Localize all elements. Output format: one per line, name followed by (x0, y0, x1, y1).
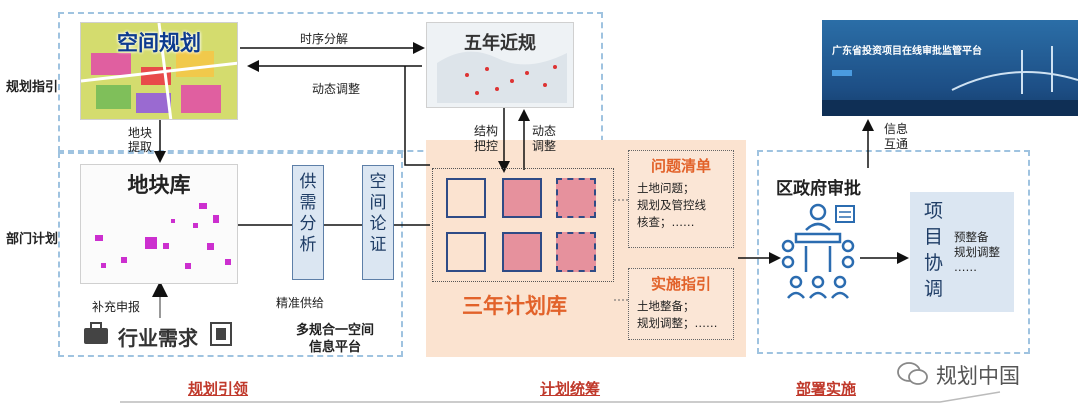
problem-list-body: 土地问题； 规划及管控线 核查；…… (637, 181, 706, 229)
gov-approval-title: 区政府审批 (776, 179, 861, 199)
implementation-guide-box: 实施指引 土地整备； 规划调整；…… (628, 268, 734, 340)
spatial-plan-map-image (81, 23, 237, 119)
briefcase-icon (82, 320, 110, 346)
wechat-icon (896, 360, 930, 388)
meeting-icon-svg (781, 203, 855, 299)
industry-demand-label: 行业需求 (118, 326, 198, 350)
three-year-title: 三年计划库 (462, 294, 567, 318)
supplement-label: 补充申报 (92, 300, 141, 314)
project-coord-label: 项目协调 (924, 200, 944, 300)
five-year-map-image (437, 51, 567, 103)
time-decompose-label: 时序分解 (300, 32, 349, 46)
spatial-demonstration-box: 空间论证 (362, 165, 394, 280)
watermark-text: 规划中国 (936, 364, 1020, 388)
five-year-map: 五年近规 (426, 22, 574, 108)
bottom-label-left: 规划引领 (188, 380, 249, 398)
briefcase-icon-svg (84, 322, 108, 344)
platform-region (58, 152, 403, 357)
bottom-label-right: 部署实施 (796, 380, 857, 398)
spatial-plan-title: 空间规划 (117, 31, 201, 55)
project-coord-box: 项目协调 预整备 规划调整 …… (910, 192, 1014, 312)
plan-block-5 (502, 232, 542, 272)
online-platform-title: 广东省投资项目在线审批监管平台 (832, 46, 982, 57)
row-label-department: 部门计划 (6, 232, 59, 247)
info-exchange-label: 信息 互通 (884, 122, 909, 151)
project-coord-body: 预整备 规划调整 …… (954, 230, 1000, 274)
film-icon-svg (210, 322, 232, 346)
structure-control-label: 结构 把控 (474, 124, 499, 153)
plan-block-2 (502, 178, 542, 218)
implementation-guide-body: 土地整备； 规划调整；…… (637, 299, 718, 330)
three-year-grid (432, 168, 614, 282)
plan-block-4 (446, 232, 486, 272)
row-label-guidance: 规划指引 (6, 80, 59, 95)
problem-list-title: 问题清单 (650, 157, 711, 175)
supply-demand-analysis-box: 供需分析 (292, 165, 324, 280)
wechat-icon-svg (897, 362, 928, 385)
dynamic-adjust2-label: 动态 调整 (532, 124, 557, 153)
plan-block-3 (556, 178, 596, 218)
problem-list-box: 问题清单 土地问题； 规划及管控线 核查；…… (628, 150, 734, 248)
spatial-plan-map: 空间规划 (80, 22, 238, 120)
bottom-label-middle: 计划统筹 (540, 380, 601, 398)
parcel-library-image (95, 203, 231, 269)
approval-region (757, 150, 1030, 354)
dynamic-adjust-label: 动态调整 (312, 82, 361, 96)
meeting-icon (780, 200, 856, 300)
parcel-library-title: 地块库 (127, 173, 191, 197)
precise-supply-label: 精准供给 (276, 296, 325, 310)
platform-name-label: 多规合一空间 信息平台 (296, 323, 375, 355)
plan-block-6 (556, 232, 596, 272)
online-platform-screenshot: 广东省投资项目在线审批监管平台 (822, 20, 1078, 116)
supply-demand-label: 供需分析 (299, 172, 317, 255)
parcel-extract-label: 地块 提取 (128, 126, 153, 154)
five-year-title: 五年近规 (464, 33, 536, 54)
parcel-library-map: 地块库 (80, 164, 238, 284)
planning-region (58, 12, 603, 152)
plan-block-1 (446, 178, 486, 218)
spatial-demo-label: 空间论证 (369, 172, 387, 255)
implementation-guide-title: 实施指引 (650, 275, 711, 293)
film-icon (210, 322, 232, 346)
bridge-image (822, 46, 1078, 116)
